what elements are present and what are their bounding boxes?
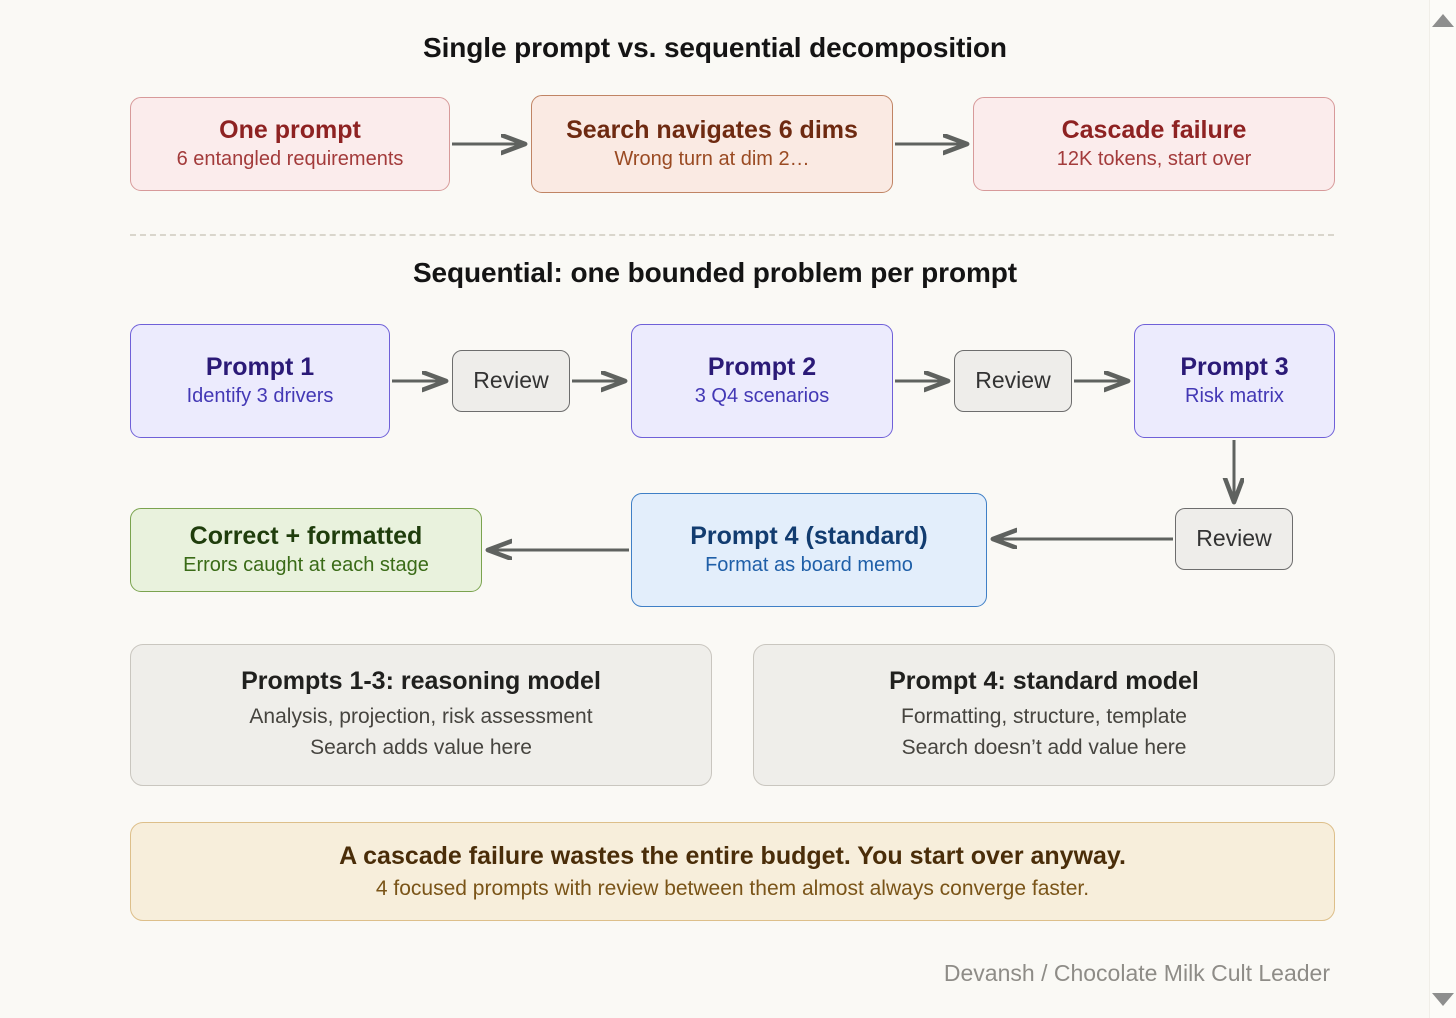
node-prompt-4[interactable]: Prompt 4 (standard) Format as board memo — [631, 493, 987, 607]
node-title: Cascade failure — [1061, 115, 1247, 144]
callout-title: A cascade failure wastes the entire budg… — [339, 842, 1126, 870]
node-subtitle: 12K tokens, start over — [1056, 148, 1252, 171]
node-title: Review — [975, 367, 1051, 394]
callout-banner: A cascade failure wastes the entire budg… — [130, 822, 1335, 921]
node-subtitle: 3 Q4 scenarios — [694, 385, 830, 408]
node-title: Search navigates 6 dims — [566, 115, 858, 144]
node-correct-formatted[interactable]: Correct + formatted Errors caught at eac… — [130, 508, 482, 592]
panel-standard-model: Prompt 4: standard model Formatting, str… — [753, 644, 1335, 786]
panel-title: Prompts 1-3: reasoning model — [241, 666, 601, 695]
node-title: One prompt — [219, 115, 361, 144]
node-title: Review — [473, 367, 549, 394]
triangle-down-icon[interactable] — [1432, 993, 1454, 1006]
panel-line-2: Search adds value here — [310, 736, 532, 759]
node-title: Correct + formatted — [189, 521, 423, 550]
panel-line-1: Analysis, projection, risk assessment — [249, 704, 593, 728]
node-prompt-3[interactable]: Prompt 3 Risk matrix — [1134, 324, 1335, 438]
node-one-prompt[interactable]: One prompt 6 entangled requirements — [130, 97, 450, 191]
node-search-navigates[interactable]: Search navigates 6 dims Wrong turn at di… — [531, 95, 893, 193]
node-title: Review — [1196, 525, 1272, 552]
node-subtitle: Identify 3 drivers — [186, 385, 334, 408]
node-review-1[interactable]: Review — [452, 350, 570, 412]
page-title: Single prompt vs. sequential decompositi… — [423, 32, 1007, 63]
node-review-3[interactable]: Review — [1175, 508, 1293, 570]
section-title-sequential: Sequential: one bounded problem per prom… — [412, 257, 1018, 288]
node-prompt-1[interactable]: Prompt 1 Identify 3 drivers — [130, 324, 390, 438]
attribution-credit: Devansh / Chocolate Milk Cult Leader — [943, 960, 1330, 986]
callout-subtitle: 4 focused prompts with review between th… — [375, 877, 1090, 900]
node-title: Prompt 1 — [205, 352, 315, 381]
node-prompt-2[interactable]: Prompt 2 3 Q4 scenarios — [631, 324, 893, 438]
panel-line-1: Formatting, structure, template — [901, 704, 1187, 728]
panel-reasoning-model: Prompts 1-3: reasoning model Analysis, p… — [130, 644, 712, 786]
panel-line-2: Search doesn’t add value here — [901, 736, 1187, 759]
node-subtitle: 6 entangled requirements — [176, 148, 404, 171]
node-title: Prompt 4 (standard) — [690, 521, 928, 550]
node-subtitle: Risk matrix — [1185, 385, 1284, 408]
node-title: Prompt 3 — [1180, 352, 1289, 381]
node-title: Prompt 2 — [707, 352, 817, 381]
node-subtitle: Errors caught at each stage — [183, 554, 429, 577]
node-cascade-failure[interactable]: Cascade failure 12K tokens, start over — [973, 97, 1335, 191]
node-review-2[interactable]: Review — [954, 350, 1072, 412]
node-subtitle: Format as board memo — [705, 554, 913, 577]
node-subtitle: Wrong turn at dim 2… — [614, 148, 810, 171]
section-divider — [130, 234, 1334, 236]
vertical-scrollbar[interactable] — [1429, 0, 1456, 1018]
triangle-up-icon[interactable] — [1432, 14, 1454, 27]
panel-title: Prompt 4: standard model — [889, 666, 1199, 695]
